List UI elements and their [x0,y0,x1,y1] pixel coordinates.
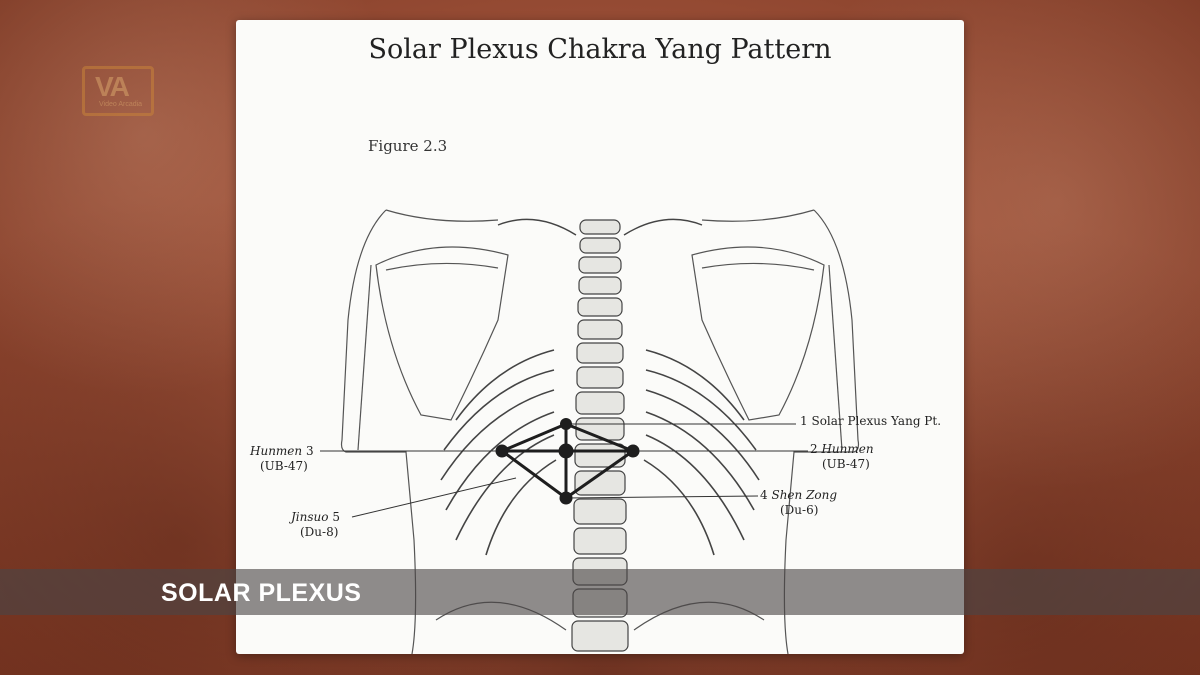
point-2-number: 2 [810,442,818,456]
point-5-jinsuo [558,443,574,459]
point-1-name: Solar Plexus Yang Pt. [811,414,942,428]
point-3-name: Hunmen [250,444,303,458]
channel-logo: VA Video Arcadia [82,66,154,116]
diagram-paper: Solar Plexus Chakra Yang Pattern Figure … [236,20,964,654]
page-title: Solar Plexus Chakra Yang Pattern [368,34,832,65]
acupuncture-points [495,418,640,505]
left-scapula [375,246,509,421]
ribcage [440,349,760,556]
point-2-code: (UB-47) [822,457,870,471]
point-4-number: 4 [760,488,768,502]
point-1-solar-plexus-yang [560,418,572,430]
logo-subtitle: Video Arcadia [99,101,143,108]
point-1-number: 1 [800,414,808,428]
point-3-code: (UB-47) [260,459,308,473]
point-4-name: Shen Zong [771,488,838,502]
point-5-number: 5 [332,510,340,524]
logo-mark: VA [95,71,130,102]
right-scapula [691,246,825,421]
point-3-number: 3 [305,444,314,458]
point-4-shen-zong [559,491,573,505]
point-4-code: (Du-6) [780,503,819,517]
caption-text: SOLAR PLEXUS [161,579,362,607]
point-label-1: 1 Solar Plexus Yang Pt. [800,414,941,428]
point-2-hunmen-right [626,444,640,458]
figure-label: Figure 2.3 [368,137,448,155]
torso-skeleton-illustration [320,209,860,654]
caption-banner: SOLAR PLEXUS [0,569,1200,615]
point-2-name: Hunmen [821,442,874,456]
point-5-code: (Du-8) [300,525,339,539]
point-5-name: Jinsuo [291,510,329,524]
leader-lines [320,423,808,518]
point-label-4: 4 Shen Zong [760,488,837,502]
point-3-hunmen-left [495,444,509,458]
point-label-3: Hunmen 3 [250,444,314,458]
point-label-2: 2 Hunmen [810,442,874,456]
point-label-5: Jinsuo 5 [291,510,340,524]
